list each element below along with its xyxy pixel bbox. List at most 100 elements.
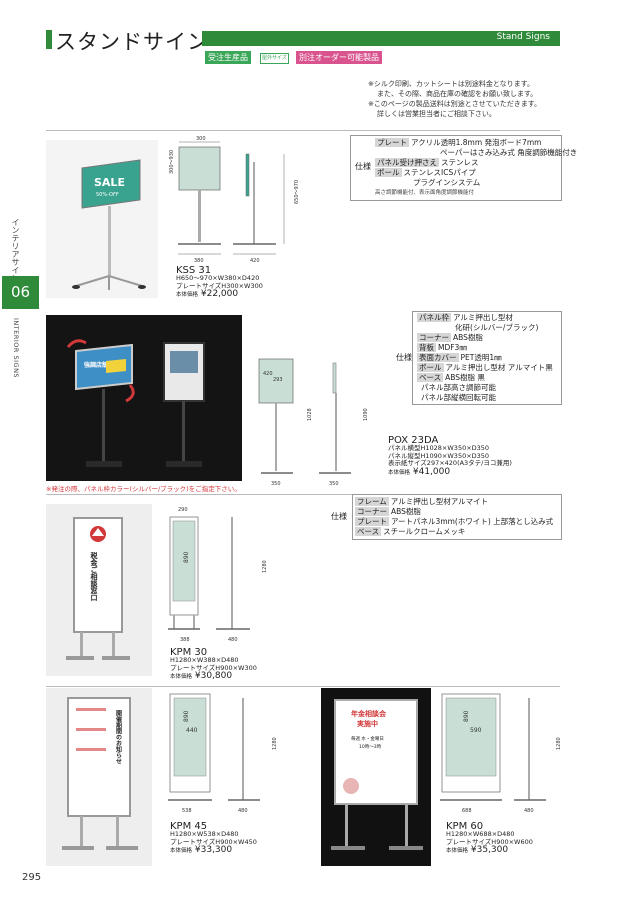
model-paper-size: 表示紙サイズ297×420(A3タテ/ヨコ兼用): [388, 459, 512, 467]
dim-height: 1280: [556, 737, 562, 750]
page-number: 295: [22, 872, 42, 883]
spec-row: パネル枠アルミ押出し型材: [417, 313, 513, 322]
photo-sale-text: SALE: [94, 176, 125, 189]
spec-row: プレートアートパネル3mm(ホワイト) 上部落とし込み式: [355, 517, 554, 526]
model-price: 本体価格 ¥22,000: [176, 289, 239, 299]
dim-inner: 890: [183, 551, 190, 563]
spec-row: プレートアクリル透明1.8mm 発泡ボード7mm: [375, 138, 542, 147]
spec-row: プラグインシステム: [413, 178, 481, 187]
tag-custom-order: 別注オーダー可能製品: [296, 51, 382, 64]
model-price: 本体価格 ¥41,000: [388, 466, 451, 477]
model-dimensions: H1280×W538×D480: [170, 830, 239, 838]
header-title-en: Stand Signs: [496, 32, 550, 42]
photo-main-text: 開催期間のお知らせ: [115, 709, 123, 764]
page-title: スタンドサイン: [55, 30, 209, 54]
tag-made-to-order: 受注生産品: [205, 51, 251, 64]
dim-w1: 380: [194, 258, 204, 264]
dimension-drawing-kpm45: 890 440 538 480 1280: [162, 692, 278, 820]
tag-outdoor-size: 屋外サイズ: [260, 53, 289, 64]
dim-w2: 480: [228, 637, 238, 643]
photo-line-2: 10時〜3時: [359, 744, 382, 750]
spec-label: 仕様: [396, 353, 412, 362]
stand-illustration: SALE 50%-OFF: [72, 159, 146, 290]
model-dimensions: パネル縦型H1090×W350×D350: [388, 451, 490, 460]
product-photo-kpm45: 開催期間のお知らせ: [46, 688, 152, 866]
model-info-kpm45: KPM 45 H1280×W538×D480 プレートサイズH900×W450 …: [170, 822, 257, 856]
model-price: 本体価格 ¥30,800: [170, 671, 233, 681]
section-divider: [46, 494, 560, 495]
product-photo-kpm60: 年金相談会 実施中 毎週 水・金曜日 10時〜3時: [321, 688, 431, 866]
product-photo-kss31: SALE 50%-OFF: [46, 140, 158, 298]
model-price: 本体価格 ¥35,300: [446, 845, 509, 855]
dim-h2: 1090: [363, 408, 369, 421]
model-info-pox23da: POX 23DA パネル横型H1028×W350×D350 パネル縦型H1090…: [388, 436, 512, 478]
dimension-drawing-kpm60: 890 590 688 480 1280: [440, 692, 562, 820]
dim-w1: 350: [271, 481, 281, 487]
model-info-kpm60: KPM 60 H1280×W688×D480 プレートサイズH900×W600 …: [446, 822, 533, 856]
spec-row: ポールステンレスICSパイプ: [375, 168, 476, 177]
dim-w2: 350: [329, 481, 339, 487]
spec-sub-note: 高さ調節機能付、表示面角度調節機能付: [375, 190, 475, 196]
spec-row: パネル部高さ調節可能: [421, 383, 496, 392]
note-line: ※このページの製品送料は別途とさせていただきます。: [368, 100, 542, 108]
spec-label: 仕様: [355, 162, 371, 171]
note-line: また、その際、商品在庫の確認をお願い致します。: [377, 90, 538, 98]
dim-inner2: 420: [263, 371, 273, 377]
model-name: KPM 45: [170, 821, 208, 832]
photo-line-1: 毎週 水・金曜日: [351, 735, 384, 742]
model-name: KPM 30: [170, 647, 208, 658]
dim-top: 300: [196, 136, 206, 142]
section-divider: [46, 130, 560, 131]
dim-w2: 480: [524, 808, 534, 814]
product-photo-kpm30: 税金ご相談窓口: [46, 504, 152, 676]
dim-w1: 688: [462, 808, 472, 814]
note-line: 詳しくは営業担当者にご相談下さい。: [377, 110, 496, 118]
model-price: 本体価格 ¥33,300: [170, 845, 233, 855]
dim-inner: 890: [463, 710, 470, 722]
dim-w2: 480: [238, 808, 248, 814]
spec-box-kss31: 仕様 プレートアクリル透明1.8mm 発泡ボード7mm ペーパーはさみ込み式 角…: [350, 135, 577, 201]
dimension-drawing-kpm30: 290 890 388 480 1280: [160, 505, 270, 645]
photo-title-2: 実施中: [357, 719, 378, 728]
spec-row: パネル受け押さえステンレス: [375, 158, 479, 167]
spec-row: 化研(シルバー/ブラック): [455, 323, 539, 332]
section-divider: [46, 686, 560, 687]
model-dimensions: H650〜970×W380×D420: [176, 274, 260, 282]
model-plate-size: プレートサイズH300×W300: [176, 281, 263, 290]
spec-row: ベーススチールクロームメッキ: [355, 527, 466, 536]
dim-side: 300〜930: [169, 150, 175, 174]
model-dimensions: H1280×W688×D480: [446, 830, 515, 838]
model-plate-size: プレートサイズH900×W300: [170, 663, 257, 672]
photo-panel-text: 強調店舗: [84, 361, 108, 369]
note-line: ※シルク印刷、カットシートは別途料金となります。: [368, 80, 534, 88]
side-category-en: INTERIOR SIGNS: [12, 318, 20, 379]
spec-row: フレームアルミ押出し型材アルマイト: [355, 497, 489, 506]
dim-top: 290: [178, 507, 188, 513]
spec-row: ポールアルミ押出し型材 アルマイト黒: [417, 363, 553, 372]
dim-h1: 1028: [307, 408, 313, 421]
dimension-drawing-kss31: 300 300〜930 380 420 650〜970: [158, 132, 300, 264]
photo-title-1: 年金相談会: [351, 709, 387, 718]
dim-height: 650〜970: [294, 180, 300, 204]
product-photo-pox23da: 強調店舗: [46, 315, 242, 481]
spec-label: 仕様: [331, 512, 347, 521]
dim-height: 1280: [262, 560, 268, 573]
side-chapter-number: 06: [2, 276, 39, 309]
dim-w1: 388: [180, 637, 190, 643]
model-dimensions: パネル横型H1028×W350×D350: [388, 444, 490, 452]
dimension-drawing-pox23da: 293 420 350 1028 350 1090: [255, 355, 375, 487]
model-name: KSS 31: [176, 265, 212, 276]
notes-block: ※シルク印刷、カットシートは別途料金となります。 また、その際、商品在庫の確認を…: [368, 79, 541, 119]
dim-inner-width: 590: [470, 727, 482, 734]
model-info-kpm30: KPM 30 H1280×W388×D480 プレートサイズH900×W300 …: [170, 648, 257, 682]
color-note: ※発注の際、パネル枠カラー(シルバー/ブラック)をご指定下さい。: [46, 485, 241, 493]
model-name: KPM 60: [446, 821, 484, 832]
dim-inner-width: 440: [186, 727, 198, 734]
spec-row: パネル部縦横回転可能: [421, 393, 496, 402]
dim-w1: 538: [182, 808, 192, 814]
